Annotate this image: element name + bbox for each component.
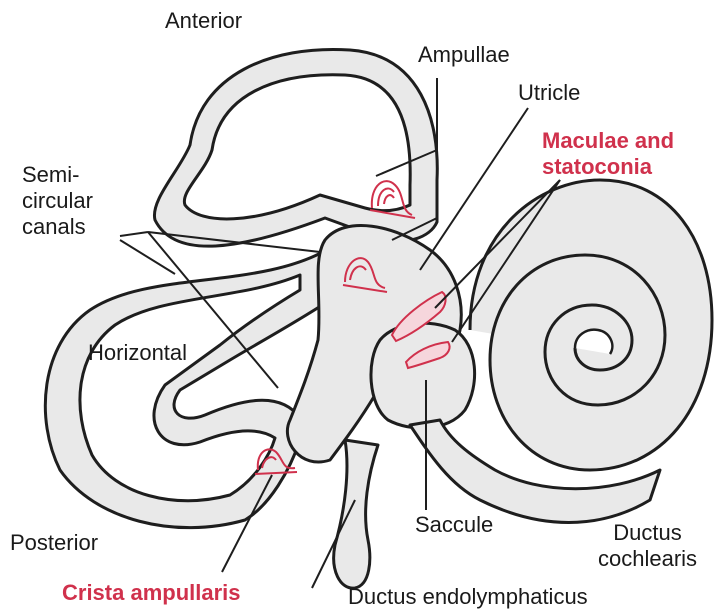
label-saccule: Saccule — [415, 512, 493, 538]
label-semicircular-canals: Semi- circular canals — [22, 162, 93, 240]
label-ductus-cochlearis: Ductus cochlearis — [598, 520, 697, 572]
label-horizontal: Horizontal — [88, 340, 187, 366]
label-maculae-and-statoconia: Maculae and statoconia — [542, 128, 674, 180]
label-ductus-endolymphaticus: Ductus endolymphaticus — [348, 584, 588, 610]
label-crista-ampullaris: Crista ampullaris — [62, 580, 241, 606]
ductus-cochlearis — [470, 180, 712, 470]
label-posterior: Posterior — [10, 530, 98, 556]
label-anterior: Anterior — [165, 8, 242, 34]
endolymphatic-duct — [334, 440, 378, 588]
saccule — [371, 323, 475, 428]
label-utricle: Utricle — [518, 80, 580, 106]
label-ampullae: Ampullae — [418, 42, 510, 68]
